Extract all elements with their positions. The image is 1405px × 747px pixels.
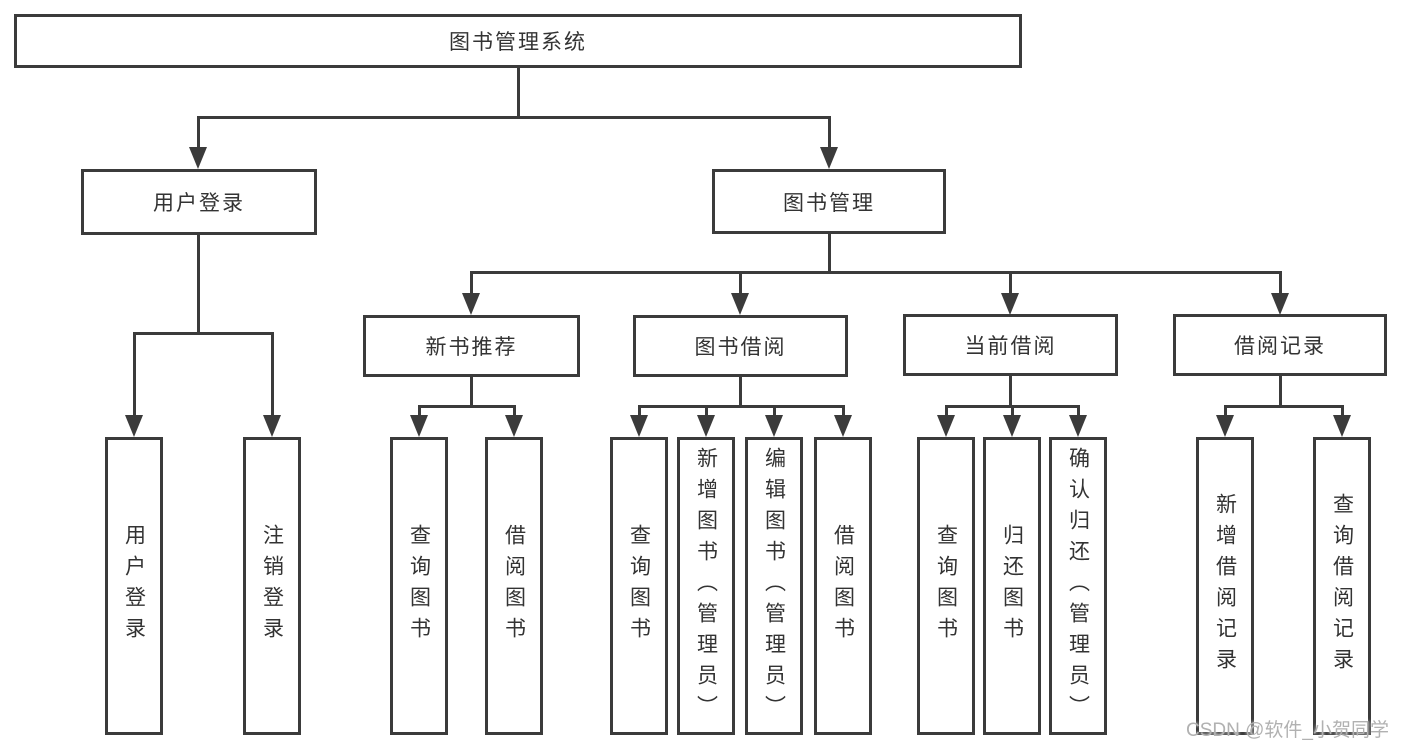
connector-line <box>513 405 516 417</box>
arrow-down-icon <box>505 415 523 437</box>
leaf-add-borrow-record: 新增借阅记录 <box>1196 437 1254 735</box>
connector-line <box>739 271 742 295</box>
arrow-down-icon <box>1069 415 1087 437</box>
leaf-query-books-recommend: 查询图书 <box>390 437 448 735</box>
connector-line <box>470 271 1282 274</box>
node-borrowing-records: 借阅记录 <box>1173 314 1387 376</box>
connector-line <box>1341 405 1344 417</box>
arrow-down-icon <box>189 147 207 169</box>
node-book-borrowing: 图书借阅 <box>633 315 848 377</box>
arrow-down-icon <box>1333 415 1351 437</box>
arrow-down-icon <box>937 415 955 437</box>
connector-line <box>1009 376 1012 408</box>
connector-line <box>638 405 845 408</box>
arrow-down-icon <box>630 415 648 437</box>
leaf-edit-books-admin: 编辑图书（管理员） <box>745 437 803 735</box>
leaf-logout: 注销登录 <box>243 437 301 735</box>
leaf-confirm-return-admin: 确认归还（管理员） <box>1049 437 1107 735</box>
connector-line <box>1009 271 1012 295</box>
node-library-management-system: 图书管理系统 <box>14 14 1022 68</box>
leaf-query-books-borrowing: 查询图书 <box>610 437 668 735</box>
connector-line <box>828 116 831 149</box>
connector-line <box>828 234 831 274</box>
connector-line <box>1011 405 1014 417</box>
connector-line <box>470 271 473 295</box>
node-user-login: 用户登录 <box>81 169 317 235</box>
connector-line <box>517 68 520 119</box>
arrow-down-icon <box>1271 293 1289 315</box>
leaf-borrow-books-recommend: 借阅图书 <box>485 437 543 735</box>
connector-line <box>133 332 274 335</box>
connector-line <box>945 405 948 417</box>
connector-line <box>739 377 742 408</box>
leaf-add-books-admin: 新增图书（管理员） <box>677 437 735 735</box>
arrow-down-icon <box>462 293 480 315</box>
connector-line <box>1279 376 1282 408</box>
arrow-down-icon <box>765 415 783 437</box>
watermark: CSDN @软件_小贺同学 <box>1186 720 1389 741</box>
connector-line <box>1077 405 1080 417</box>
arrow-down-icon <box>1003 415 1021 437</box>
arrow-down-icon <box>834 415 852 437</box>
node-current-borrowing: 当前借阅 <box>903 314 1118 376</box>
leaf-user-login: 用户登录 <box>105 437 163 735</box>
arrow-down-icon <box>1001 293 1019 315</box>
connector-line <box>842 405 845 417</box>
connector-line <box>638 405 641 417</box>
connector-line <box>1224 405 1344 408</box>
arrow-down-icon <box>820 147 838 169</box>
arrow-down-icon <box>410 415 428 437</box>
arrow-down-icon <box>697 415 715 437</box>
leaf-query-borrow-record: 查询借阅记录 <box>1313 437 1371 735</box>
node-book-management: 图书管理 <box>712 169 946 234</box>
connector-line <box>197 116 200 149</box>
arrow-down-icon <box>263 415 281 437</box>
arrow-down-icon <box>125 415 143 437</box>
connector-line <box>271 332 274 417</box>
connector-line <box>773 405 776 417</box>
connector-line <box>705 405 708 417</box>
connector-line <box>197 235 200 335</box>
connector-line <box>418 405 421 417</box>
connector-line <box>1279 271 1282 295</box>
arrow-down-icon <box>1216 415 1234 437</box>
leaf-return-books: 归还图书 <box>983 437 1041 735</box>
leaf-query-books-current: 查询图书 <box>917 437 975 735</box>
connector-line <box>1224 405 1227 417</box>
connector-line <box>197 116 831 119</box>
connector-line <box>470 377 473 408</box>
arrow-down-icon <box>731 293 749 315</box>
leaf-borrow-books: 借阅图书 <box>814 437 872 735</box>
connector-line <box>418 405 516 408</box>
connector-line <box>133 332 136 417</box>
node-new-book-recommend: 新书推荐 <box>363 315 580 377</box>
